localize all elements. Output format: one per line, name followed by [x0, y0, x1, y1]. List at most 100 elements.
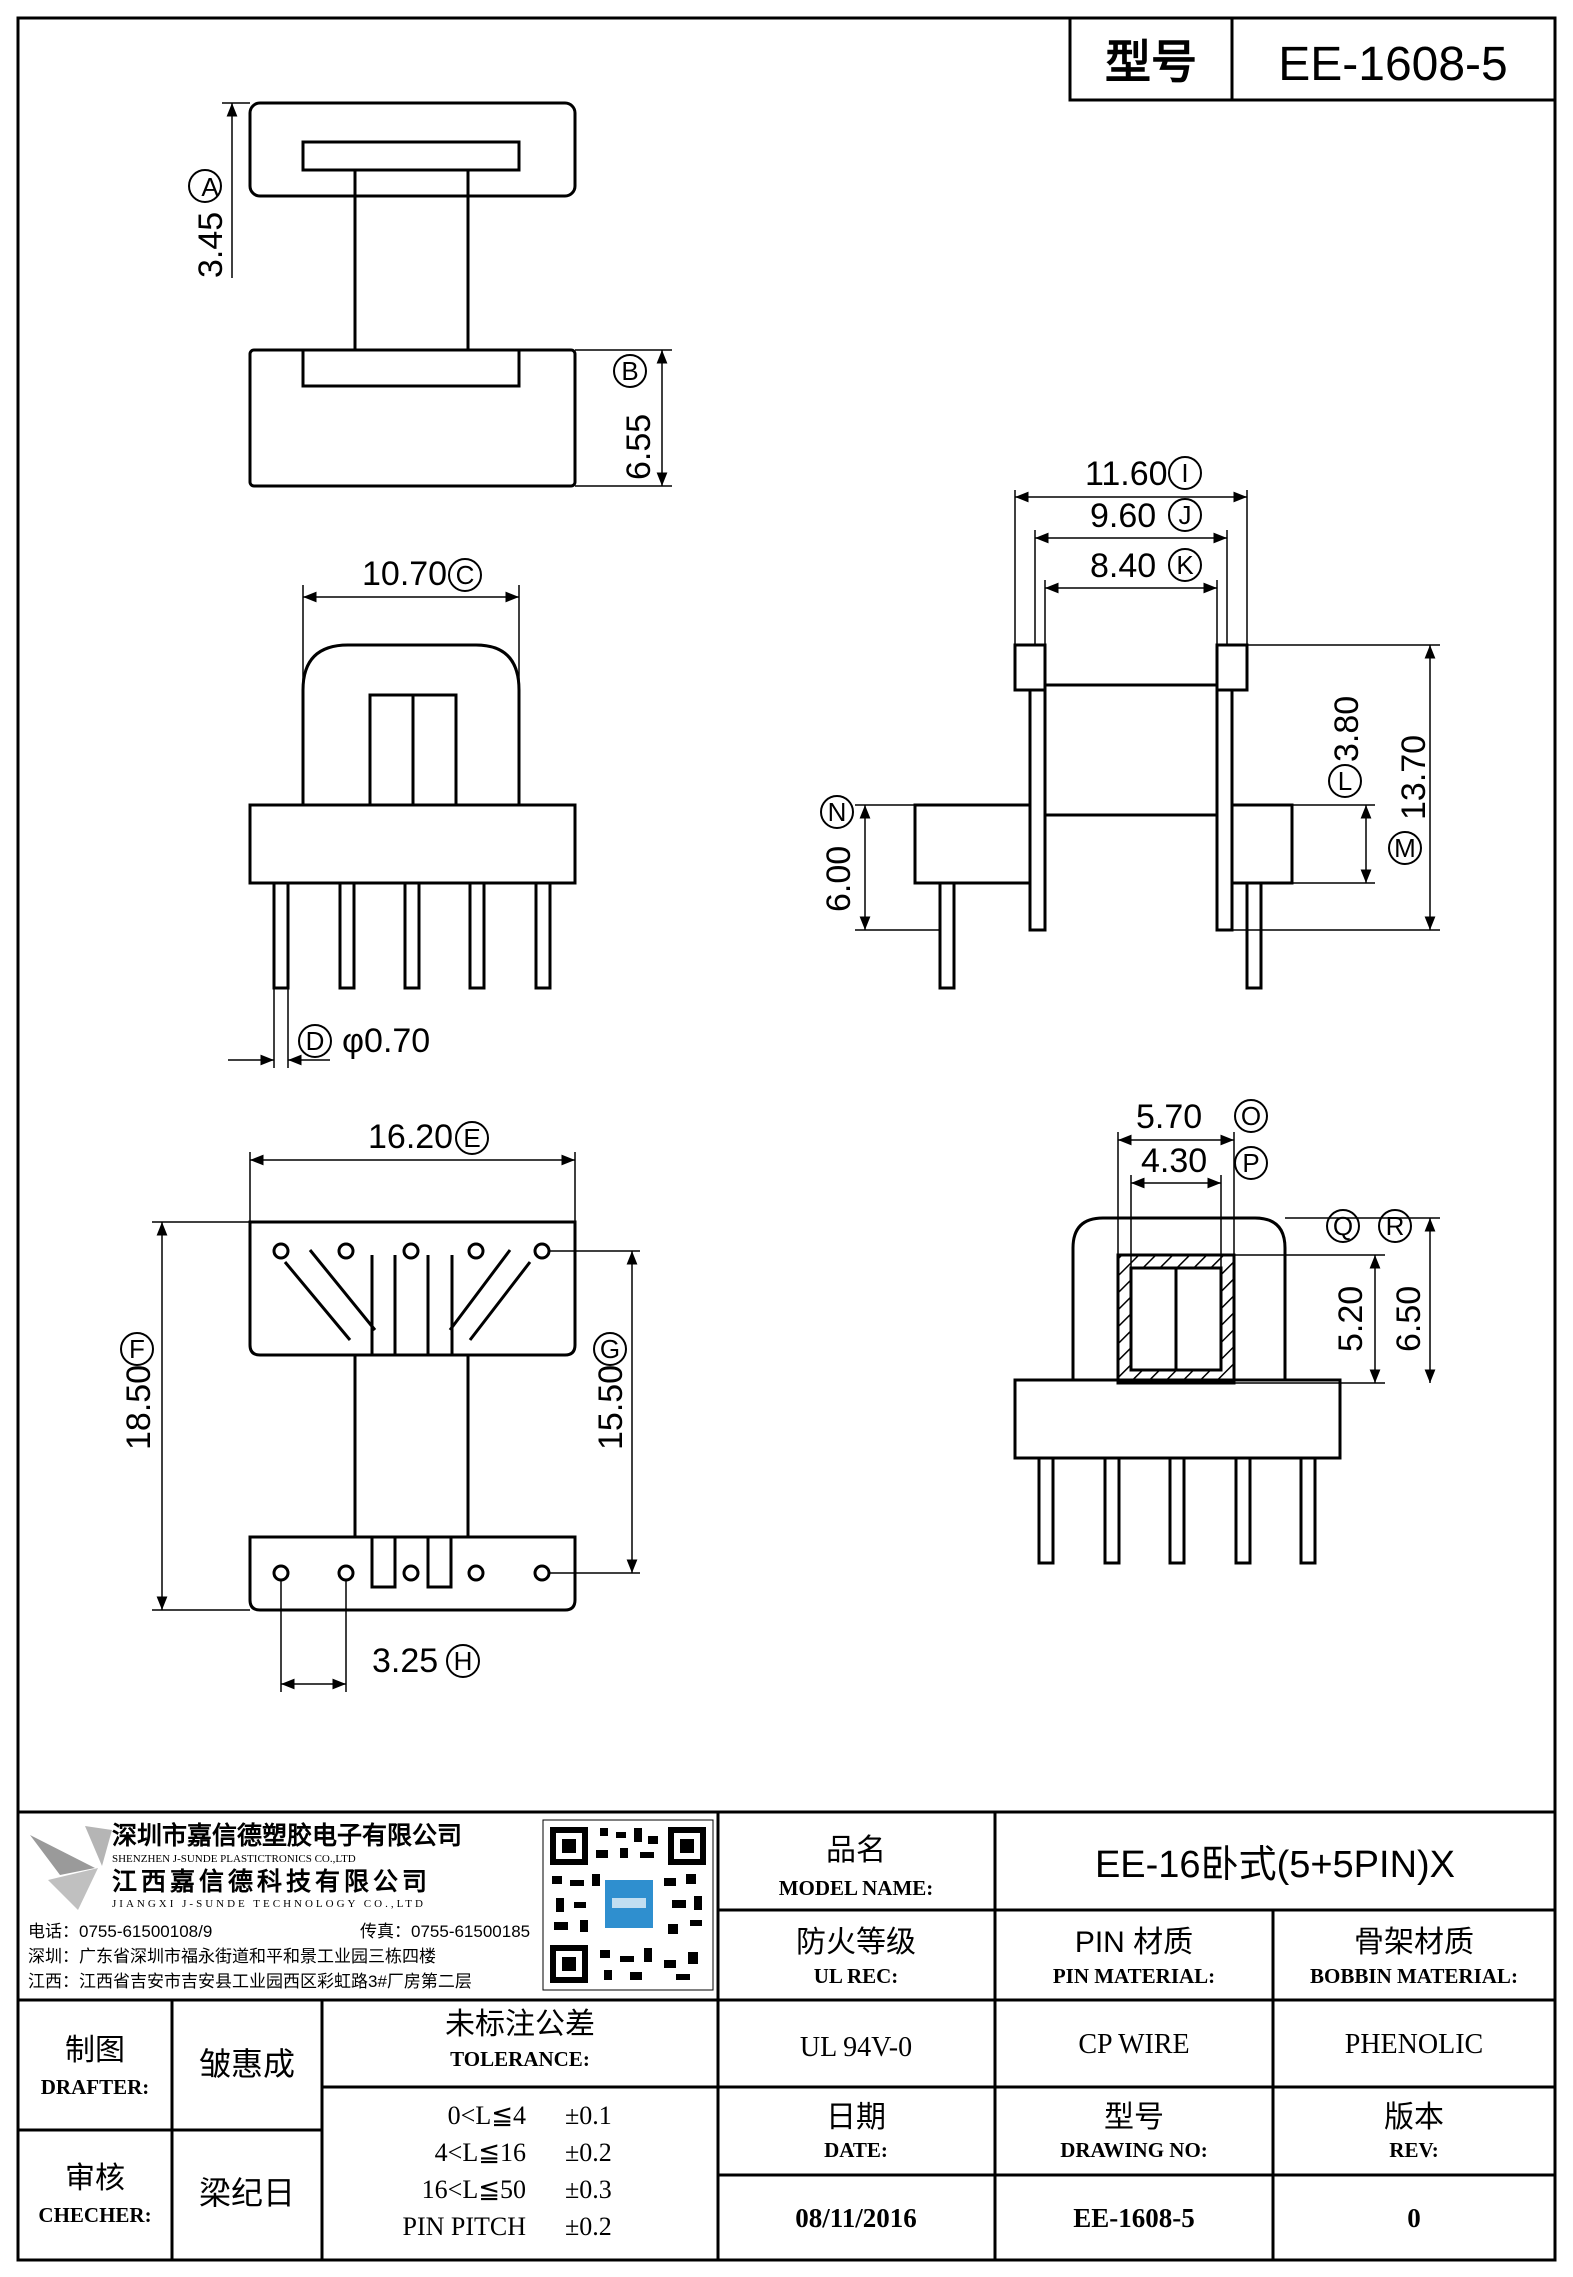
dim-p-ref: P: [1242, 1148, 1259, 1178]
dim-r-value: 6.50: [1390, 1286, 1428, 1352]
dim-g-value: 15.50: [592, 1365, 630, 1450]
ul-rec-en: UL REC:: [814, 1964, 899, 1988]
dim-o-ref-circle: [1234, 1099, 1268, 1133]
dim-m-ref: M: [1394, 833, 1416, 863]
company-name-cn-2: 江西嘉信德科技有限公司: [112, 1867, 431, 1896]
dim-d-ref-circle: [298, 1024, 332, 1058]
tolerance-range: 4<L≦16: [435, 2138, 526, 2167]
side-view: [855, 490, 1440, 990]
drawing-no-value: EE-1608-5: [1073, 2203, 1195, 2233]
model-header-label: 型号: [1105, 36, 1197, 88]
dim-c-ref-circle: [448, 558, 482, 592]
dim-k-ref-circle: [1168, 548, 1202, 582]
dim-m-value: 13.70: [1395, 735, 1433, 820]
company-addr-jx: 江西：江西省吉安市吉安县工业园西区彩虹路3#厂房第二层: [28, 1972, 472, 1991]
rev-cn: 版本: [1384, 2101, 1444, 2134]
company-name-cn-1: 深圳市嘉信德塑胶电子有限公司: [112, 1821, 462, 1850]
pin-material-value: CP WIRE: [1078, 2029, 1189, 2060]
title-block-text: 品名 MODEL NAME: EE-16卧式(5+5PIN)X 防火等级 UL …: [38, 1834, 1518, 2233]
dim-m-ref-circle: [1388, 831, 1422, 865]
drawing-no-cn: 型号: [1104, 2101, 1164, 2134]
dim-k-value: 8.40: [1090, 547, 1156, 585]
sheet-border: [16, 16, 1557, 2262]
dim-p-ref-circle: [1234, 1146, 1268, 1180]
section-view: [1013, 1132, 1440, 1565]
dim-h-value: 3.25: [372, 1642, 438, 1680]
company-tel: 电话：0755-61500108/9: [28, 1922, 212, 1941]
date-value: 08/11/2016: [795, 2203, 917, 2233]
ul-rec-value: UL 94V-0: [800, 2032, 912, 2063]
dim-l-value: 3.80: [1328, 696, 1366, 762]
tolerance-range: 16<L≦50: [422, 2175, 526, 2204]
dim-h-ref-circle: [446, 1644, 480, 1678]
dim-j-value: 9.60: [1090, 497, 1156, 535]
dim-q-value: 5.20: [1332, 1286, 1370, 1352]
company-addr-sz: 深圳：广东省深圳市福永街道和平和景工业园三栋四楼: [28, 1947, 436, 1966]
drafter-name: 皱惠成: [199, 2046, 295, 2082]
dim-j-ref-circle: [1168, 498, 1202, 532]
rev-value: 0: [1407, 2203, 1421, 2233]
model-header-box: 型号 EE-1608-5: [1068, 16, 1557, 102]
model-name-cn: 品名: [826, 1834, 886, 1867]
checker-en: CHECHER:: [38, 2203, 151, 2227]
tolerance-value: ±0.2: [565, 2212, 612, 2241]
tolerance-en: TOLERANCE:: [450, 2047, 590, 2071]
bobbin-material-en: BOBBIN MATERIAL:: [1310, 1964, 1518, 1988]
dim-e-ref: E: [463, 1123, 480, 1153]
tolerance-value: ±0.3: [565, 2175, 612, 2204]
dim-q-ref-circle: [1326, 1209, 1360, 1243]
dim-j-ref: J: [1179, 500, 1192, 530]
dim-b-ref: B: [621, 356, 638, 386]
dim-a-value: 3.45: [192, 212, 230, 278]
model-name-en: MODEL NAME:: [779, 1876, 934, 1900]
dim-l-ref: L: [1338, 766, 1352, 796]
tolerance-cn: 未标注公差: [445, 2008, 595, 2041]
drawing-no-en: DRAWING NO:: [1060, 2138, 1208, 2162]
tolerance-range: PIN PITCH: [402, 2212, 526, 2241]
top-view: [222, 101, 672, 488]
bobbin-material-cn: 骨架材质: [1354, 1926, 1474, 1959]
dim-e-ref-circle: [455, 1121, 489, 1155]
dim-f-ref: F: [129, 1334, 145, 1364]
date-cn: 日期: [826, 2101, 886, 2134]
dim-g-ref: G: [600, 1334, 620, 1364]
tolerance-range: 0<L≦4: [448, 2101, 526, 2130]
dim-r-ref-circle: [1378, 1209, 1412, 1243]
checker-name: 梁纪日: [199, 2175, 295, 2211]
dim-n-ref-circle: [820, 795, 854, 829]
dim-i-ref: I: [1181, 458, 1188, 488]
dim-c-value: 10.70: [362, 555, 447, 593]
bobbin-material-value: PHENOLIC: [1345, 2029, 1483, 2060]
qr-code: [542, 1819, 714, 1991]
dim-i-value: 11.60: [1085, 455, 1168, 493]
company-fax: 传真：0755-61500185: [360, 1922, 530, 1941]
dim-b-ref-circle: [613, 354, 647, 388]
model-name-value: EE-16卧式(5+5PIN)X: [1095, 1844, 1455, 1886]
dim-r-ref: R: [1386, 1211, 1405, 1241]
dim-e-value: 16.20: [368, 1118, 453, 1156]
date-en: DATE:: [824, 2138, 888, 2162]
rev-en: REV:: [1389, 2138, 1438, 2162]
dim-p-value: 4.30: [1141, 1142, 1207, 1180]
drafter-cn: 制图: [65, 2034, 125, 2067]
dim-o-ref: O: [1241, 1101, 1261, 1131]
dim-f-value: 18.50: [120, 1365, 158, 1450]
bottom-view: [152, 1152, 640, 1692]
front-view: [228, 585, 577, 1068]
drafter-en: DRAFTER:: [41, 2075, 150, 2099]
dim-k-ref: K: [1176, 550, 1194, 580]
dim-o-value: 5.70: [1136, 1098, 1202, 1136]
tolerance-value: ±0.2: [565, 2138, 612, 2167]
dim-g-ref-circle: [593, 1332, 627, 1366]
dim-f-ref-circle: [120, 1332, 154, 1366]
tolerance-table: 0<L≦4 ±0.1 4<L≦16 ±0.2 16<L≦50 ±0.3 PIN …: [402, 2101, 611, 2241]
dim-b-value: 6.55: [620, 414, 658, 480]
pin-material-en: PIN MATERIAL:: [1053, 1964, 1215, 1988]
dim-n-ref: N: [828, 797, 847, 827]
ul-rec-cn: 防火等级: [796, 1926, 916, 1959]
dim-a-ref: A: [201, 172, 219, 202]
company-logo: [30, 1826, 112, 1910]
dim-a-ref-circle: [188, 169, 222, 203]
company-name-en-1: SHENZHEN J-SUNDE PLASTICTRONICS CO.,LTD: [112, 1853, 356, 1865]
